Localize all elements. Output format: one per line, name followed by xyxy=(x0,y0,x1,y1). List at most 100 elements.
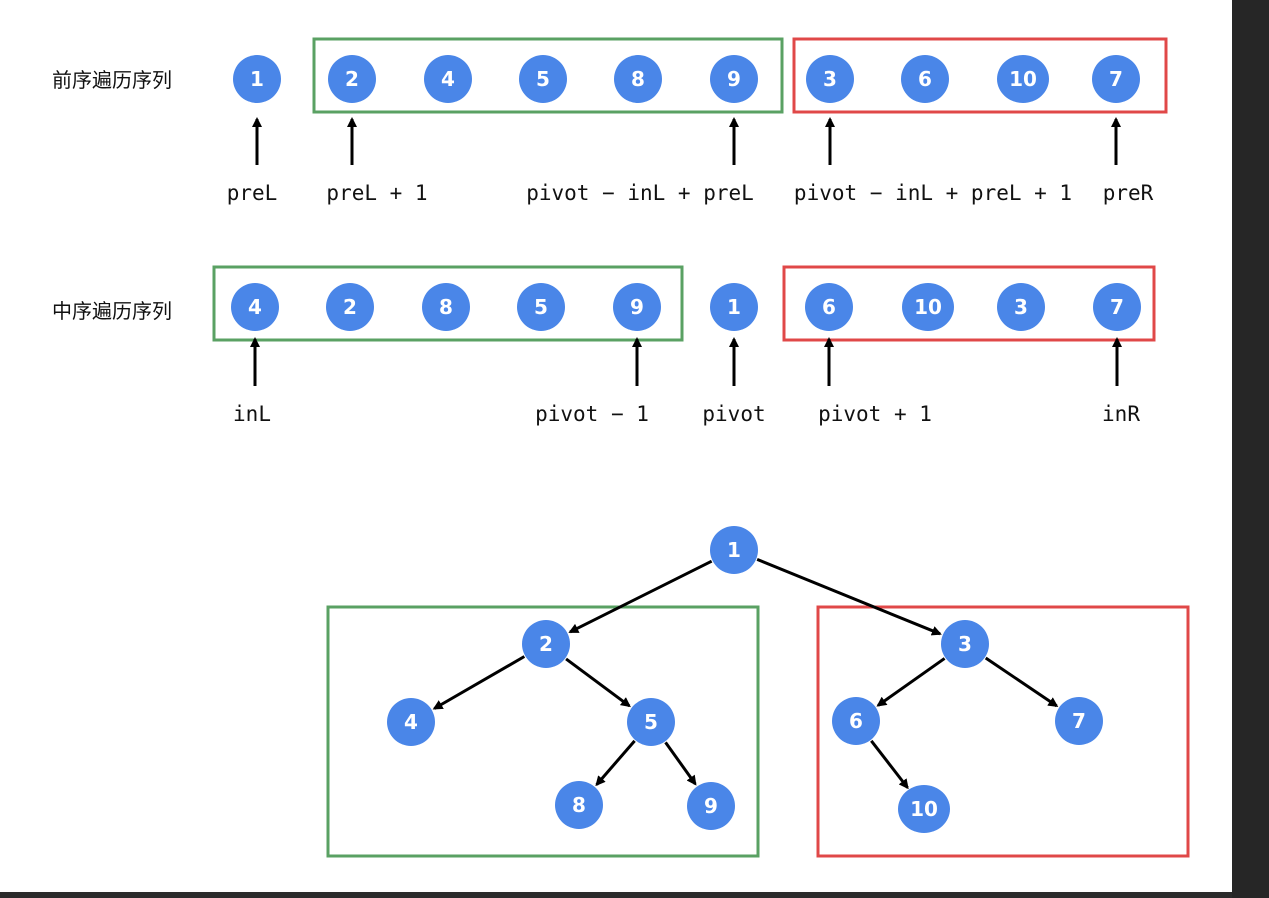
tree-node-1: 1 xyxy=(710,526,758,574)
preorder-pointer-label-3: pivot − inL + preL xyxy=(526,181,754,205)
tree-node-9: 9 xyxy=(687,782,735,830)
tree-node-4-label: 4 xyxy=(404,710,418,734)
inorder-node-9: 3 xyxy=(997,283,1045,331)
preorder-node-8-circle xyxy=(901,55,949,103)
preorder-node-9-label: 10 xyxy=(1009,67,1037,91)
tree-edge-2-5 xyxy=(565,657,631,708)
inorder-node-1-circle xyxy=(231,283,279,331)
tree-node-6: 6 xyxy=(832,697,880,745)
inorder-node-5-label: 9 xyxy=(630,295,644,319)
inorder-node-2: 2 xyxy=(326,283,374,331)
inorder-node-7-circle xyxy=(805,283,853,331)
inorder-node-2-label: 2 xyxy=(343,295,357,319)
inorder-node-10-label: 7 xyxy=(1110,295,1124,319)
tree-left-subtree-box xyxy=(326,605,760,858)
tree-edge-6-10 xyxy=(870,739,909,790)
tree-node-9-circle xyxy=(687,782,735,830)
inorder-node-4-label: 5 xyxy=(534,295,548,319)
preorder-title: 前序遍历序列 xyxy=(52,68,172,92)
preorder-node-6-label: 9 xyxy=(727,67,741,91)
inorder-left-subtree-box xyxy=(212,265,684,342)
preorder-right-subtree-box xyxy=(792,37,1168,114)
inorder-right-subtree-box xyxy=(782,265,1156,342)
inorder-node-6-circle xyxy=(710,283,758,331)
preorder-left-subtree-box xyxy=(312,37,784,114)
tree-node-2-label: 2 xyxy=(539,632,553,656)
preorder-node-1-circle xyxy=(233,55,281,103)
inorder-node-6-label: 1 xyxy=(727,295,741,319)
tree-node-1-circle xyxy=(710,526,758,574)
tree-node-8-circle xyxy=(555,781,603,829)
tree-node-5-label: 5 xyxy=(644,710,658,734)
preorder-node-5-label: 8 xyxy=(631,67,645,91)
preorder-node-10-circle xyxy=(1092,55,1140,103)
preorder-node-5-circle xyxy=(614,55,662,103)
inorder-title: 中序遍历序列 xyxy=(52,299,172,323)
tree-node-5: 5 xyxy=(627,698,675,746)
preorder-pointer-label-4: pivot − inL + preL + 1 xyxy=(794,181,1072,205)
preorder-node-6-circle xyxy=(710,55,758,103)
tree-node-10-circle xyxy=(898,785,950,833)
preorder-node-4: 5 xyxy=(519,55,567,103)
preorder-node-3-label: 4 xyxy=(441,67,455,91)
preorder-node-1: 1 xyxy=(233,55,281,103)
inorder-node-7: 6 xyxy=(805,283,853,331)
inorder-node-7-label: 6 xyxy=(822,295,836,319)
tree-node-6-circle xyxy=(832,697,880,745)
tree-node-1-label: 1 xyxy=(727,538,741,562)
inorder-node-8-label: 10 xyxy=(914,295,942,319)
preorder-node-7: 3 xyxy=(806,55,854,103)
inorder-node-9-label: 3 xyxy=(1014,295,1028,319)
inorder-node-3: 8 xyxy=(422,283,470,331)
window-bottom-edge xyxy=(0,892,1232,898)
preorder-node-9: 10 xyxy=(997,55,1049,103)
preorder-node-8: 6 xyxy=(901,55,949,103)
tree-node-8-label: 8 xyxy=(572,793,586,817)
preorder-node-2-circle xyxy=(328,55,376,103)
inorder-node-4: 5 xyxy=(517,283,565,331)
tree-edge-3-7 xyxy=(984,656,1059,708)
tree-node-3: 3 xyxy=(941,620,989,668)
inorder-node-1-label: 4 xyxy=(248,295,262,319)
inorder-node-10: 7 xyxy=(1093,283,1141,331)
inorder-node-2-circle xyxy=(326,283,374,331)
inorder-pointer-label-3: pivot xyxy=(702,402,765,426)
tree-edge-5-8 xyxy=(595,739,636,787)
inorder-pointer-label-2: pivot − 1 xyxy=(535,402,649,426)
inorder-node-3-label: 8 xyxy=(439,295,453,319)
tree-node-2-circle xyxy=(522,620,570,668)
preorder-node-1-label: 1 xyxy=(250,67,264,91)
preorder-node-6: 9 xyxy=(710,55,758,103)
inorder-node-8: 10 xyxy=(902,283,954,331)
preorder-node-5: 8 xyxy=(614,55,662,103)
window-edge xyxy=(1232,0,1269,898)
preorder-pointer-label-2: preL + 1 xyxy=(326,181,427,205)
preorder-node-10-label: 7 xyxy=(1109,67,1123,91)
tree-edge-3-6 xyxy=(876,657,946,707)
preorder-node-4-label: 5 xyxy=(536,67,550,91)
preorder-node-4-circle xyxy=(519,55,567,103)
inorder-node-1: 4 xyxy=(231,283,279,331)
inorder-node-5: 9 xyxy=(613,283,661,331)
tree-node-7-label: 7 xyxy=(1072,709,1086,733)
inorder-node-8-circle xyxy=(902,283,954,331)
tree-edge-5-9 xyxy=(664,741,697,786)
preorder-pointer-label-1: preL xyxy=(227,181,278,205)
tree-node-8: 8 xyxy=(555,781,603,829)
preorder-node-3-circle xyxy=(424,55,472,103)
tree-node-4: 4 xyxy=(387,698,435,746)
inorder-node-3-circle xyxy=(422,283,470,331)
inorder-node-5-circle xyxy=(613,283,661,331)
tree-node-9-label: 9 xyxy=(704,794,718,818)
inorder-node-9-circle xyxy=(997,283,1045,331)
tree-node-7-circle xyxy=(1055,697,1103,745)
tree-edge-1-3 xyxy=(756,558,942,636)
tree-node-4-circle xyxy=(387,698,435,746)
tree-edge-2-4 xyxy=(432,655,526,710)
inorder-node-6: 1 xyxy=(710,283,758,331)
inorder-pointer-label-1: inL xyxy=(233,402,271,426)
preorder-node-8-label: 6 xyxy=(918,67,932,91)
tree-node-5-circle xyxy=(627,698,675,746)
preorder-node-3: 4 xyxy=(424,55,472,103)
tree-node-3-label: 3 xyxy=(958,632,972,656)
